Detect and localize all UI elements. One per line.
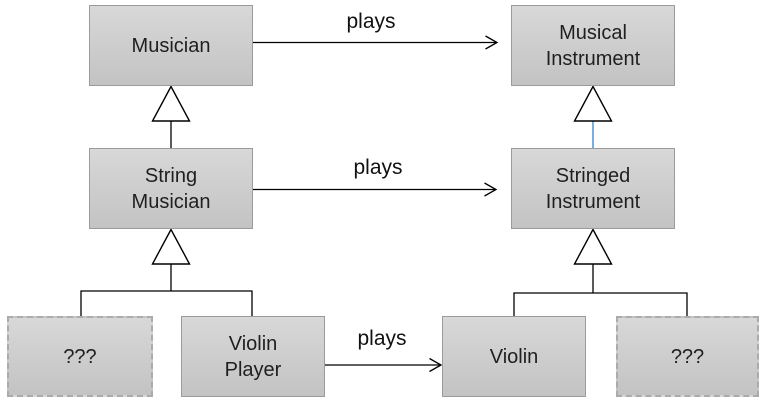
association-arrow-plays-top	[253, 35, 499, 50]
association-arrow-plays-middle	[253, 182, 498, 197]
edge-label-plays-bottom: plays	[357, 327, 407, 350]
node-stringed-instrument[interactable]: Stringed Instrument	[511, 148, 675, 229]
node-label-line: Instrument	[545, 190, 641, 213]
generalization-branch-right	[513, 292, 688, 316]
node-label-line: ???	[63, 345, 97, 368]
node-label-line: Musical	[559, 21, 627, 44]
generalization-branch-left	[80, 290, 253, 316]
node-label-line: Player	[224, 358, 282, 381]
generalization-triangle-musical-instrument	[573, 85, 613, 122]
edge-label-plays-middle: plays	[353, 156, 403, 179]
node-label-line: String	[144, 164, 198, 187]
node-label-line: Musician	[131, 190, 211, 213]
node-label-line: Instrument	[545, 47, 641, 70]
generalization-triangle-string-musician	[151, 228, 191, 265]
node-unknown-right[interactable]: ???	[616, 316, 759, 397]
node-string-musician[interactable]: String Musician	[89, 148, 253, 229]
node-violin-player[interactable]: Violin Player	[181, 316, 325, 397]
edge-label-plays-top: plays	[346, 10, 396, 33]
node-violin[interactable]: Violin	[442, 316, 586, 397]
node-label-line: Violin	[489, 345, 539, 368]
generalization-triangle-musician	[151, 85, 191, 122]
node-label-line: Violin	[228, 332, 278, 355]
generalization-triangle-stringed-instrument	[573, 228, 613, 265]
node-musician[interactable]: Musician	[89, 5, 253, 86]
node-unknown-left[interactable]: ???	[7, 316, 153, 397]
node-label-line: Stringed	[555, 164, 631, 187]
node-label-line: ???	[670, 345, 705, 368]
association-arrow-plays-bottom	[325, 357, 443, 373]
node-label-line: Musician	[131, 34, 211, 57]
node-musical-instrument[interactable]: Musical Instrument	[511, 5, 675, 86]
